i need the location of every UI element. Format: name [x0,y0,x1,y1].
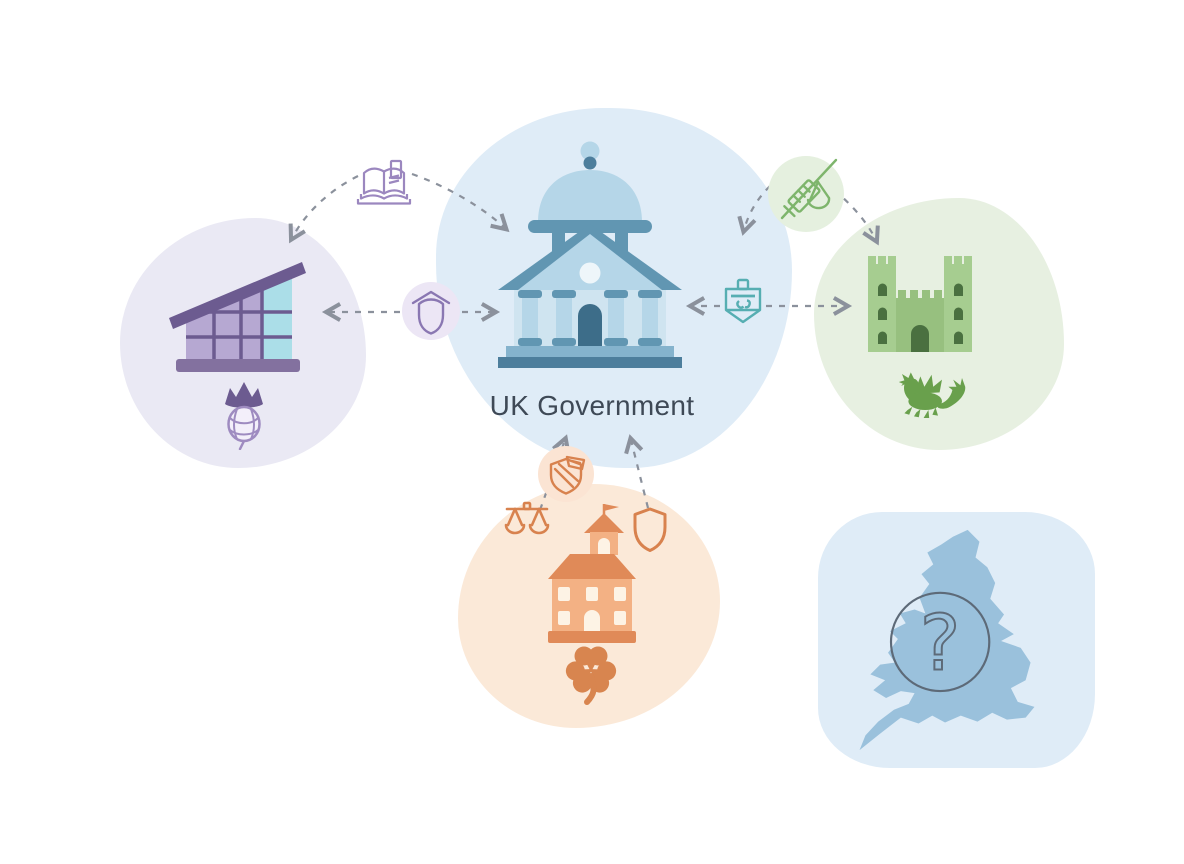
scales-of-justice-icon [504,501,550,535]
welsh-dragon-icon [898,372,966,418]
england-wales-map-icon: ? [859,529,1035,751]
crest-shield-icon [538,446,594,502]
shield-house-icon [402,282,460,340]
syringe-scales-icon [768,156,844,232]
slanted-roof-parliament-icon [169,262,306,372]
question-mark-icon: ? [889,591,991,693]
flag-topped-building-icon [548,504,636,643]
castle-icon [868,256,972,352]
thistle-icon [225,382,263,450]
svg-text:?: ? [920,599,961,688]
government-building-icon [498,141,682,368]
uk-government-label: UK Government [489,390,695,421]
open-book-icon [356,159,412,205]
banner-icon [724,278,762,324]
shield-outline-icon [633,507,667,552]
shamrock-icon [565,646,617,705]
